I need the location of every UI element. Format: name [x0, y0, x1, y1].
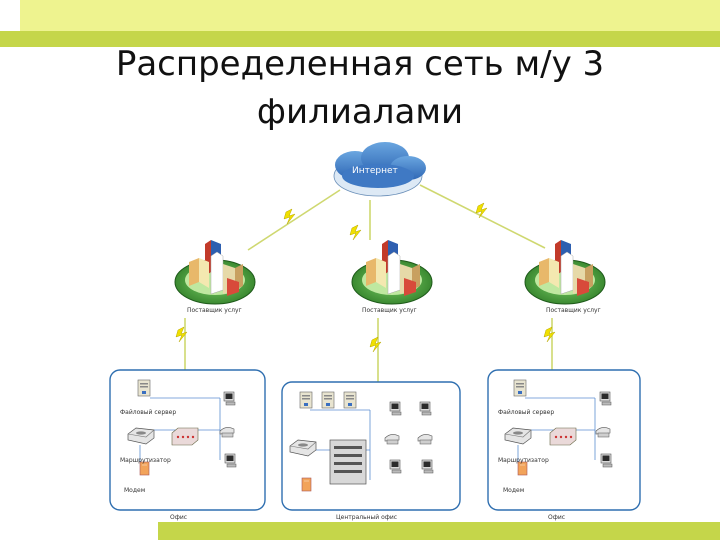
office-central — [281, 381, 461, 511]
isp-label-right: Поставщик услуг — [546, 307, 601, 314]
lightning-icon — [349, 224, 362, 241]
server-icon — [513, 379, 527, 397]
link-cloud-isp-left — [247, 189, 341, 251]
lightning-icon — [283, 208, 296, 225]
isp-city-icon — [524, 239, 606, 305]
office-right: Файловый сервер Маршрутизатор Модем — [487, 369, 641, 511]
switch-icon — [171, 427, 199, 446]
isp-city-icon — [174, 239, 256, 305]
isp-label-left: Поставщик услуг — [187, 307, 242, 314]
title-line-1: Распределенная сеть м/у 3 — [115, 44, 605, 84]
isp-label-center: Поставщик услуг — [362, 307, 417, 314]
server-icon — [299, 391, 313, 409]
lightning-icon — [369, 336, 382, 353]
file-server-label: Файловый сервер — [120, 409, 176, 416]
header-accent-light — [20, 0, 720, 31]
router-label: Маршрутизатор — [498, 457, 549, 464]
server-icon — [343, 391, 357, 409]
slide-title: Распределенная сеть м/у 3 филиалами — [60, 40, 660, 136]
office-right-label: Офис — [548, 514, 565, 521]
internet-label: Интернет — [352, 166, 398, 176]
isp-city-icon — [351, 239, 433, 305]
server-icon — [137, 379, 151, 397]
server-rack-icon — [329, 439, 367, 485]
office-left-label: Офис — [170, 514, 187, 521]
modem-icon — [301, 477, 312, 492]
file-server-label: Файловый сервер — [498, 409, 554, 416]
office-central-label: Центральный офис — [336, 514, 397, 521]
router-label: Маршрутизатор — [120, 457, 171, 464]
switch-icon — [549, 427, 577, 446]
header-accent-bar — [0, 31, 720, 47]
link-cloud-isp-right — [419, 184, 546, 249]
footer-accent-bar — [158, 522, 720, 540]
office-left: Файловый сервер Маршрутизатор Модем — [109, 369, 266, 511]
modem-label: Модем — [503, 487, 524, 494]
server-icon — [321, 391, 335, 409]
title-line-2: филиалами — [256, 92, 464, 132]
lightning-icon — [543, 326, 556, 343]
internet-cloud-icon — [333, 142, 426, 197]
modem-label: Модем — [124, 487, 145, 494]
